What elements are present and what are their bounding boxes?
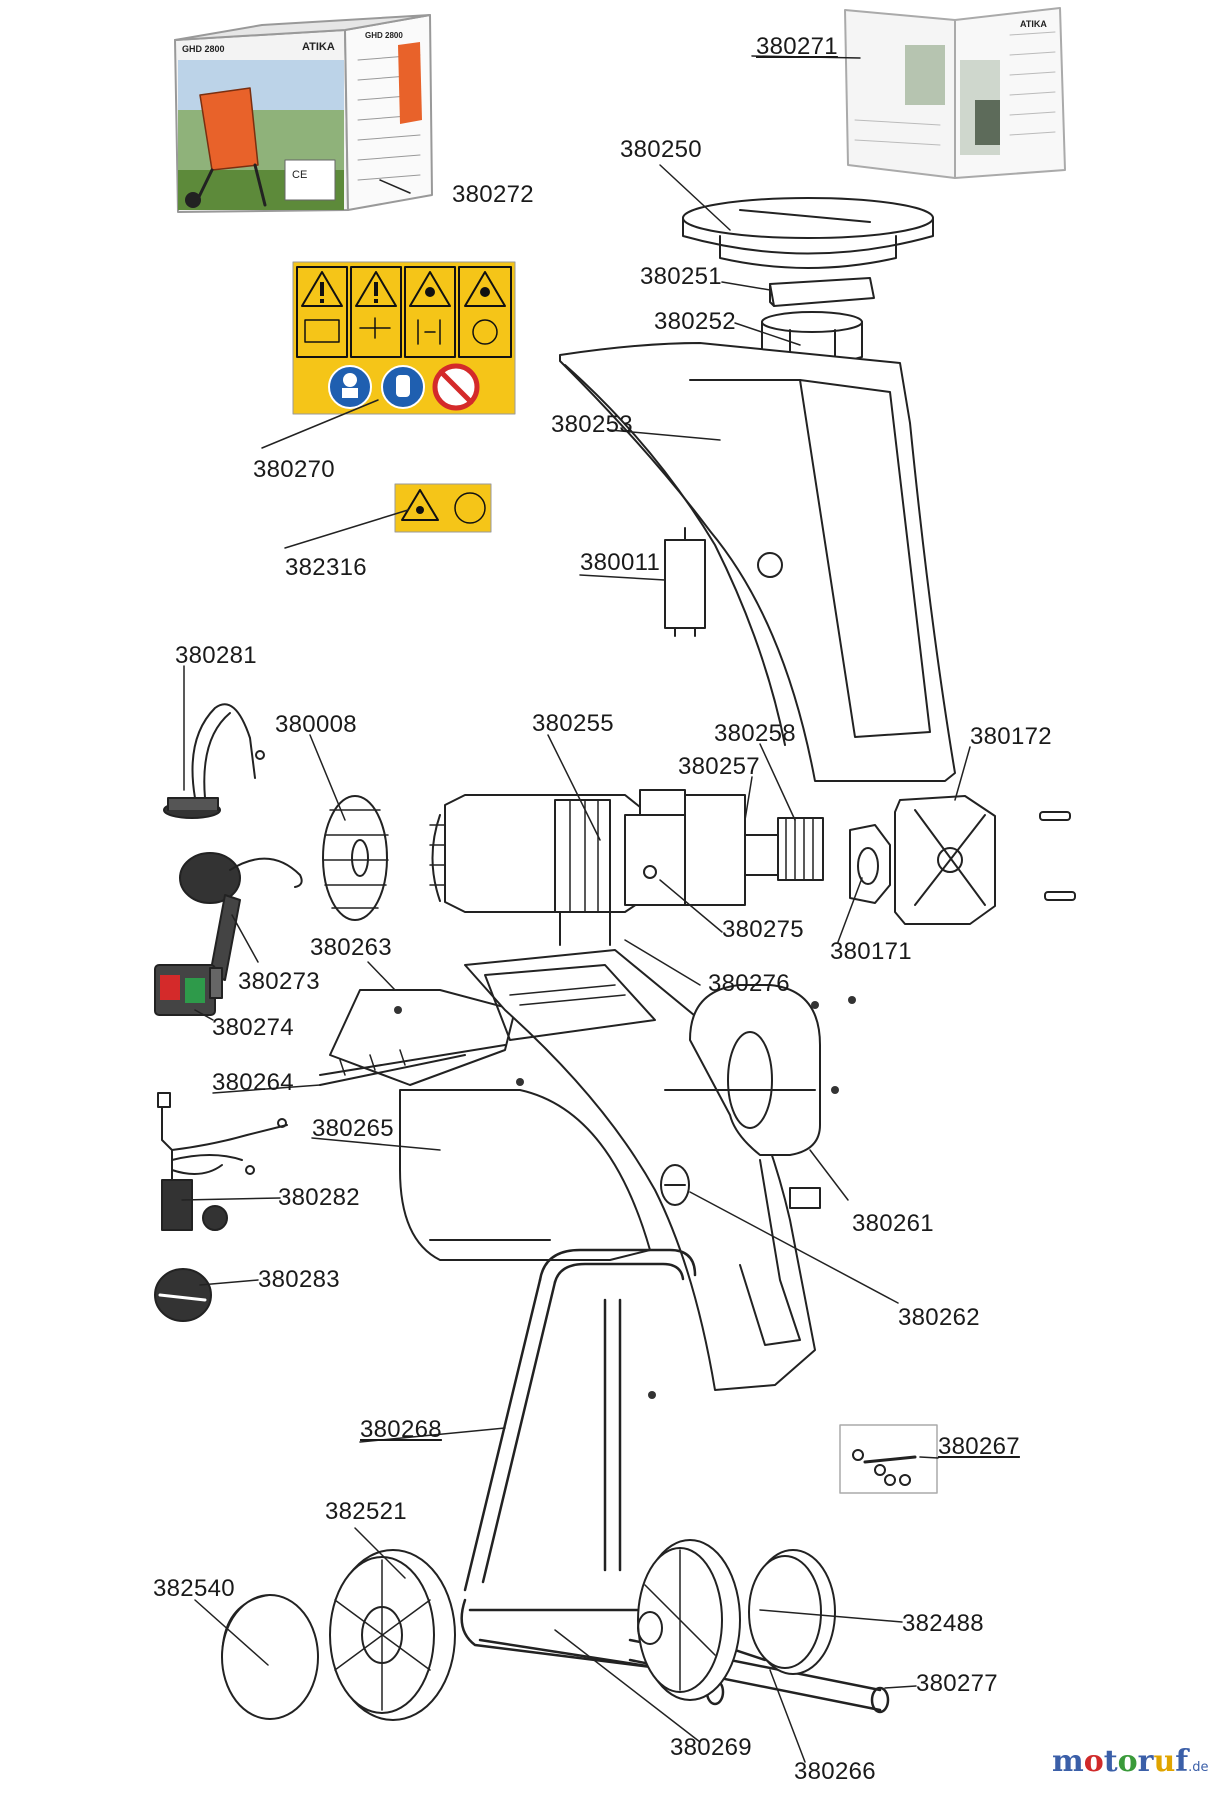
part-number-label: 380251 — [640, 263, 722, 290]
capacitor-380011 — [664, 527, 706, 637]
part-number-label: 380274 — [212, 1014, 294, 1041]
part-number-label: 380282 — [278, 1184, 360, 1211]
part-number-label: 380171 — [830, 938, 912, 965]
leader-lines — [181, 55, 971, 1763]
knob-380262 — [660, 1164, 690, 1206]
electric-icon — [359, 317, 391, 339]
part-number-label: 380008 — [275, 711, 357, 738]
part-number-label: 380258 — [714, 720, 796, 747]
part-number-label: 382488 — [902, 1610, 984, 1637]
screws — [394, 996, 856, 1399]
manual-box-back-title: GHD 2800 — [365, 31, 403, 40]
part-number-label: 380270 — [253, 456, 335, 483]
fan-380008 — [322, 795, 389, 921]
wheel-382521-right — [637, 1539, 741, 1701]
part-number-label: 382521 — [325, 1498, 407, 1525]
part-number-label: 380281 — [175, 642, 257, 669]
part-number-label: 380261 — [852, 1210, 934, 1237]
hubcap-382488 — [748, 1549, 836, 1675]
manual-booklet-380271 — [844, 7, 1066, 179]
part-number-label: 380264 — [212, 1069, 294, 1096]
part-number-label: 380273 — [238, 968, 320, 995]
wiring-380282 — [157, 1092, 288, 1231]
blade-hand-icon — [472, 319, 498, 345]
motoruf-watermark-logo: motoruf.de — [1052, 1747, 1209, 1777]
manual-box-brand: ATIKA — [302, 41, 335, 53]
manual-box-380272 — [174, 14, 433, 213]
manual-box-title: GHD 2800 — [182, 44, 225, 54]
screw-set-380267 — [839, 1424, 938, 1494]
part-number-label: 382540 — [153, 1575, 235, 1602]
part-number-label: 380266 — [794, 1758, 876, 1785]
watermark-tld: .de — [1188, 1760, 1209, 1775]
part-number-label: 380257 — [678, 753, 760, 780]
part-number-label: 380011 — [580, 549, 661, 576]
part-number-label: 380275 — [722, 916, 804, 943]
part-number-label: 380283 — [258, 1266, 340, 1293]
manual-booklet-brand: ATIKA — [1020, 19, 1047, 29]
part-number-label: 380252 — [654, 308, 736, 335]
hopper-380253 — [559, 342, 956, 782]
wheel-382521 — [329, 1549, 456, 1721]
manual-icon — [304, 319, 340, 343]
hopper-lid-380250 — [682, 197, 934, 269]
manual-box-ce-mark: CE — [292, 169, 307, 181]
part-number-label: 380267 — [938, 1433, 1020, 1460]
part-number-label: 380253 — [551, 411, 633, 438]
distance-icon — [417, 319, 441, 345]
part-number-label: 382316 — [285, 554, 367, 581]
part-number-label: 380276 — [708, 970, 790, 997]
part-number-label: 380262 — [898, 1304, 980, 1331]
discharge-chute-380261 — [664, 984, 821, 1346]
part-number-label: 380272 — [452, 181, 534, 208]
part-number-label: 380263 — [310, 934, 392, 961]
part-number-label: 380250 — [620, 136, 702, 163]
chute-380263 — [319, 989, 516, 1086]
part-number-label: 380265 — [312, 1115, 394, 1142]
part-number-label: 380255 — [532, 710, 614, 737]
plate-380264 — [319, 1054, 466, 1086]
switch-380274 — [154, 964, 223, 1016]
hubcap-382540 — [221, 1594, 319, 1720]
knob-380283 — [154, 1268, 212, 1322]
warning-hand-icon — [401, 489, 439, 521]
switch-cable-380281 — [163, 703, 265, 819]
blade-hand-icon — [454, 492, 486, 524]
watermark-name: motoruf — [1052, 1744, 1189, 1779]
motor-380255 — [429, 789, 791, 946]
part-number-label: 380268 — [360, 1416, 442, 1443]
cover-plate-380172 — [894, 795, 1076, 925]
part-number-label: 380277 — [916, 1670, 998, 1697]
switch-housing-380273 — [179, 852, 303, 981]
warning-label-382316 — [394, 483, 492, 533]
part-number-label: 380269 — [670, 1734, 752, 1761]
part-number-label: 380271 — [756, 33, 838, 60]
insert-380251 — [769, 277, 875, 307]
gasket-380171 — [849, 824, 891, 904]
part-number-label: 380172 — [970, 723, 1052, 750]
warning-label-380270 — [292, 261, 516, 415]
gear-380258 — [777, 817, 824, 881]
